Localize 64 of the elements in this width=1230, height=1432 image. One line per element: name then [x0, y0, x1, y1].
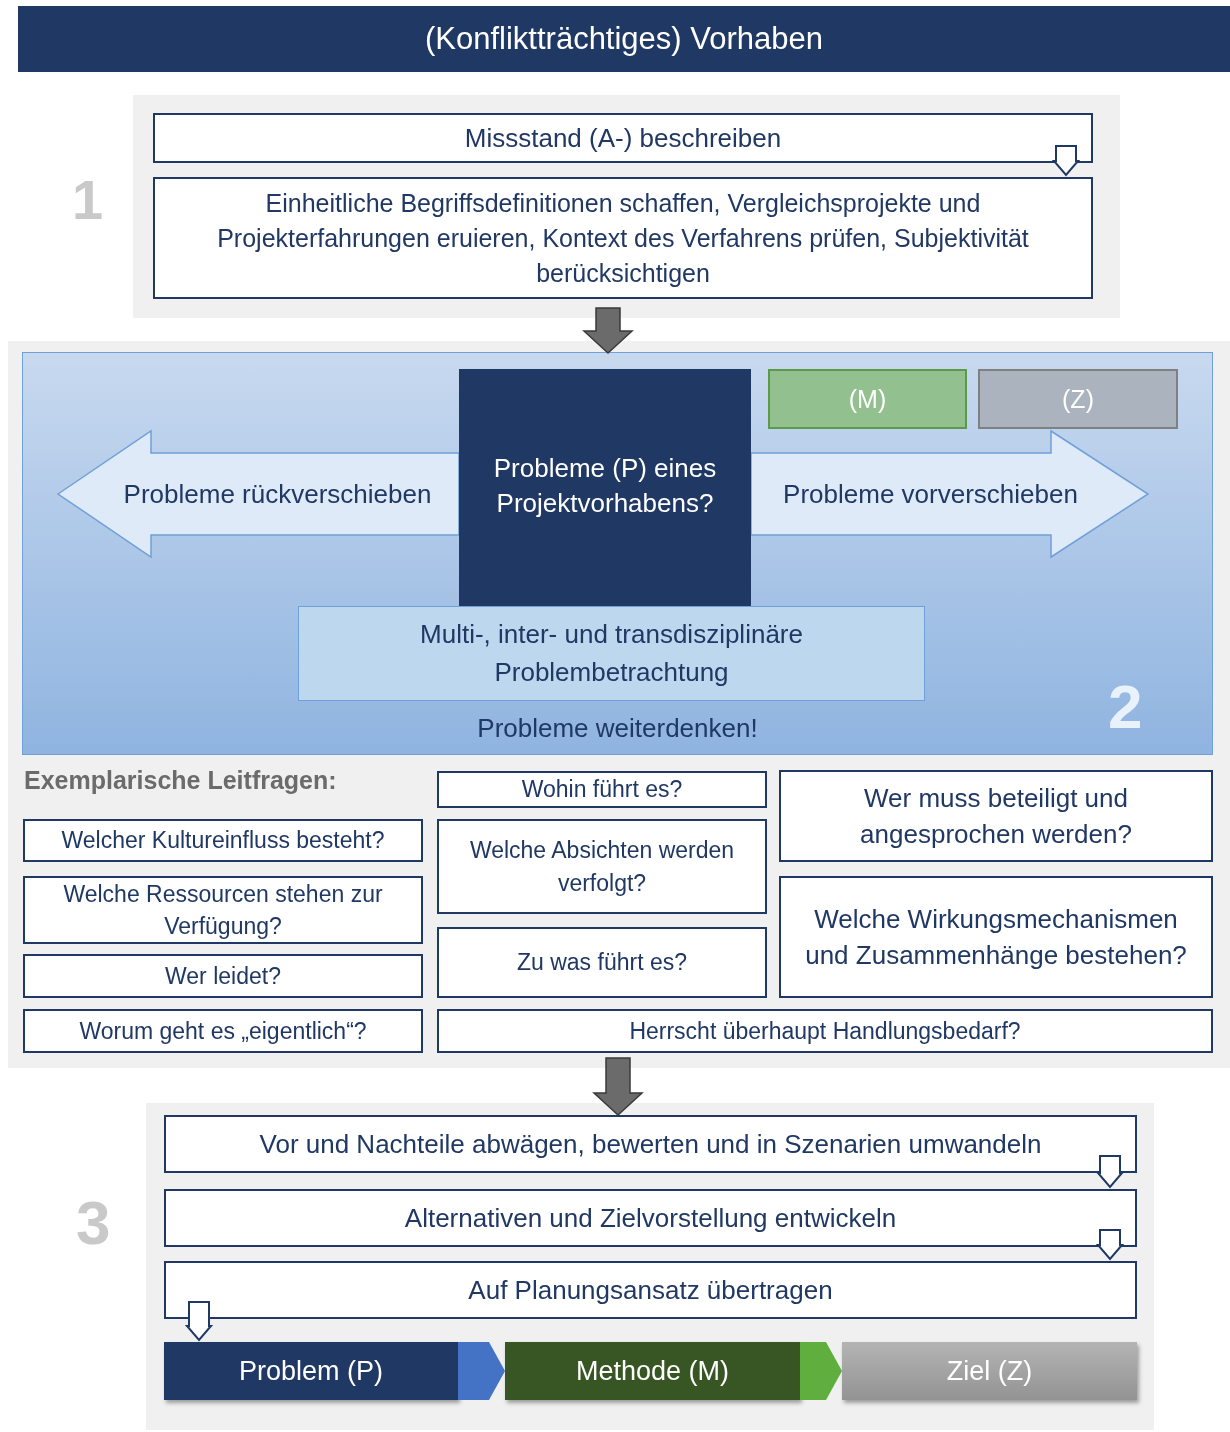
text-box [298, 606, 925, 701]
text-box [437, 927, 767, 998]
text-box [153, 177, 1093, 299]
box-text: Ziel (Z) [946, 1355, 1033, 1387]
highlight-panel [22, 352, 1213, 755]
section-panel [133, 95, 1120, 318]
tab-arrow [1095, 1229, 1125, 1261]
text-box [23, 1009, 423, 1053]
box-text: Welcher Kultureinfluss besteht? [61, 826, 385, 856]
right-arrow-shape [751, 431, 1148, 557]
box-text: Worum geht es „eigentlich“? [79, 1016, 367, 1046]
text-box [437, 819, 767, 914]
text-box [164, 1189, 1137, 1247]
text-box [153, 113, 1093, 163]
text-box [23, 819, 423, 862]
text-box [164, 1261, 1137, 1319]
block-arrow [582, 307, 634, 354]
text-box [779, 770, 1213, 862]
tab-arrow [1095, 1155, 1125, 1189]
box-text: Probleme rückverschieben [123, 478, 432, 510]
box-text: Methode (M) [575, 1355, 730, 1387]
process-box [164, 1342, 458, 1400]
tab-arrow [184, 1301, 214, 1342]
step-number: 2 [1108, 676, 1143, 738]
box-text: Probleme weiterdenken! [477, 713, 758, 744]
box-text: Herrscht überhaupt Handlungsbedarf? [629, 1016, 1021, 1046]
box-text: Probleme vorverschieben [783, 478, 1078, 510]
box-text: Wohin führt es? [521, 775, 683, 805]
section-panel [146, 1103, 1154, 1430]
box-text: Multi-, inter- und transdisziplinäre Problembetrachtung [419, 617, 804, 689]
text-box [437, 1009, 1213, 1053]
box-text: Auf Planungsansatz übertragen [468, 1273, 833, 1307]
process-box [842, 1342, 1137, 1400]
left-arrow-shape [58, 431, 459, 557]
box-text: Einheitliche Begriffsdefinitionen schaffen, Vergleichsprojekte und Projekterfahrungen eruieren, Kontext des Verfahrens prüfen, Subjektivität berücksichtigen [216, 187, 1030, 289]
box-text: Alternativen und Zielvorstellung entwickeln [404, 1201, 897, 1235]
box-text: Welche Ressourcen stehen zur Verfügung? [62, 879, 384, 941]
section-panel [8, 341, 1230, 1068]
text-box [23, 954, 423, 998]
box-text: Wer leidet? [165, 961, 281, 991]
box-text: Missstand (A-) beschreiben [464, 121, 782, 155]
text-box [779, 876, 1213, 998]
tab-arrow [1051, 145, 1081, 177]
text-box [164, 1115, 1137, 1173]
section-heading: Exemplarische Leitfragen: [24, 768, 337, 793]
title-bar: (Konfliktträchtiges) Vorhaben [18, 6, 1230, 72]
tag-box [978, 369, 1178, 429]
box-text: Vor und Nachteile abwägen, bewerten und in Szenarien umwandeln [259, 1127, 1042, 1161]
block-arrow [592, 1057, 644, 1116]
tag-box [768, 369, 967, 429]
box-text: Probleme (P) eines Projektvorhabens? [492, 452, 718, 521]
chevron-arrow [800, 1342, 842, 1400]
text-box [437, 771, 767, 808]
box-text: (M) [848, 384, 887, 414]
box-text: Zu was führt es? [517, 948, 687, 978]
box-text: Welche Absichten werden verfolgt? [468, 836, 736, 898]
center-box [459, 369, 751, 606]
chevron-arrow [458, 1342, 505, 1400]
box-text: Problem (P) [239, 1355, 383, 1387]
process-box [505, 1342, 800, 1400]
box-text: Wer muss beteiligt und angesprochen werden? [859, 781, 1133, 851]
text-box [23, 876, 423, 944]
box-text: (Z) [1062, 384, 1094, 414]
box-text: Welche Wirkungsmechanismen und Zusammenhänge bestehen? [804, 902, 1188, 972]
